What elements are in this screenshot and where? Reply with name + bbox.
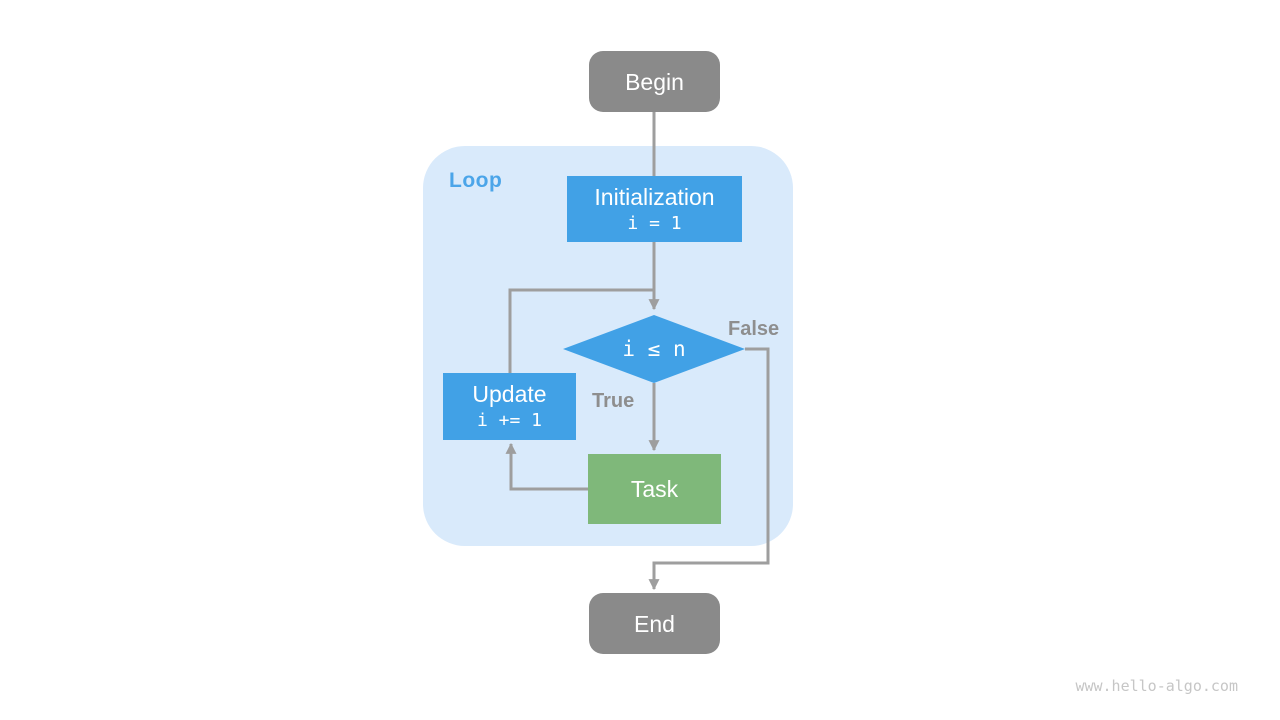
node-update: Update i += 1 xyxy=(443,373,576,440)
begin-label: Begin xyxy=(625,68,684,95)
node-end: End xyxy=(589,593,720,654)
watermark: www.hello-algo.com xyxy=(1075,677,1238,695)
edge-task-to-update xyxy=(505,442,588,491)
update-label: Update xyxy=(472,381,547,407)
node-initialization: Initialization i = 1 xyxy=(567,176,742,242)
edge-update-to-condition xyxy=(508,288,654,373)
end-label: End xyxy=(634,610,675,637)
loop-label: Loop xyxy=(449,169,503,192)
node-begin: Begin xyxy=(589,51,720,112)
true-branch-label: True xyxy=(592,390,635,412)
update-code: i += 1 xyxy=(476,410,543,431)
condition-label: i ≤ n xyxy=(622,337,686,361)
false-branch-label: False xyxy=(728,318,780,340)
node-task: Task xyxy=(588,454,721,524)
edge-condition-to-end xyxy=(648,347,770,591)
task-label: Task xyxy=(630,476,679,502)
condition-diamond xyxy=(563,315,745,383)
initialization-label: Initialization xyxy=(594,183,715,210)
initialization-code: i = 1 xyxy=(627,212,682,234)
